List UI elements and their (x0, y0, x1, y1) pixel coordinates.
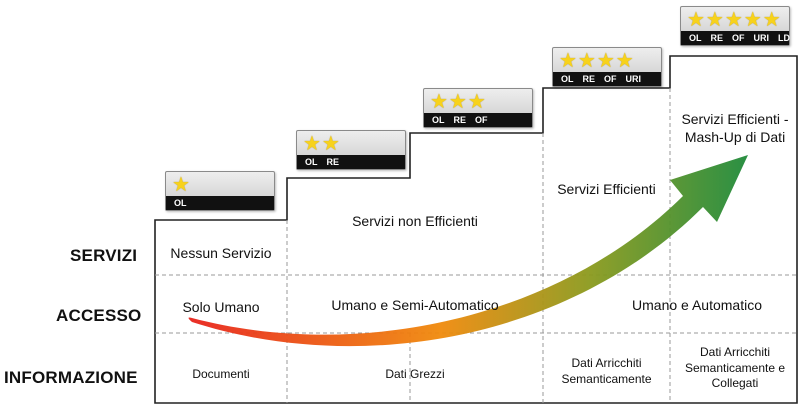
code-label: URI (753, 33, 770, 43)
code-label: OF (604, 74, 617, 84)
badge-2-star: ★★ OL RE (296, 130, 406, 170)
code-label: RE (710, 33, 724, 43)
servizi-col2: Servizi non Efficienti (352, 213, 478, 229)
star-rating-icon: ★★★★★ (687, 9, 782, 31)
accesso-col3: Umano e Automatico (632, 297, 762, 313)
badge-3-star: ★★★ OL RE OF (423, 88, 533, 128)
badge-codes: OL (166, 196, 274, 210)
progress-arrow (188, 155, 748, 347)
code-label: OF (732, 33, 745, 43)
code-label: OL (561, 74, 574, 84)
badge-codes: OL RE OF URI LD (681, 31, 791, 45)
code-label: OL (432, 115, 445, 125)
code-label: OF (475, 115, 488, 125)
informazione-col4: Dati Arricchiti Semanticamente e Collega… (684, 345, 786, 391)
badge-4-star: ★★★★ OL RE OF URI (552, 47, 662, 87)
code-label: OL (689, 33, 702, 43)
servizi-col4: Servizi Efficienti - Mash-Up di Dati (681, 111, 789, 146)
servizi-col1: Nessun Servizio (170, 245, 272, 261)
badge-1-star: ★ OL (165, 171, 275, 211)
badge-5-star: ★★★★★ OL RE OF URI LD (680, 6, 790, 46)
code-label: RE (453, 115, 467, 125)
star-rating-icon: ★★ (303, 133, 341, 155)
code-label: OL (174, 198, 187, 208)
informazione-col1: Documenti (192, 367, 250, 381)
code-label: LD (778, 33, 791, 43)
row-label-accesso: ACCESSO (56, 306, 142, 325)
code-label: OL (305, 157, 318, 167)
informazione-col3: Dati Arricchiti Semanticamente (561, 356, 652, 386)
servizi-col3: Servizi Efficienti (557, 181, 656, 197)
badge-codes: OL RE OF (424, 113, 532, 127)
accesso-col2: Umano e Semi-Automatico (331, 297, 499, 313)
code-label: RE (326, 157, 340, 167)
row-label-servizi: SERVIZI (70, 246, 138, 265)
row-label-informazione: INFORMAZIONE (4, 368, 138, 387)
informazione-col2: Dati Grezzi (385, 367, 445, 381)
accesso-col1: Solo Umano (182, 299, 260, 315)
badge-codes: OL RE OF URI (553, 72, 661, 86)
star-rating-icon: ★ (172, 174, 191, 196)
code-label: URI (625, 74, 642, 84)
star-rating-icon: ★★★★ (559, 50, 635, 72)
badge-codes: OL RE (297, 155, 405, 169)
star-rating-icon: ★★★ (430, 91, 487, 113)
code-label: RE (582, 74, 596, 84)
